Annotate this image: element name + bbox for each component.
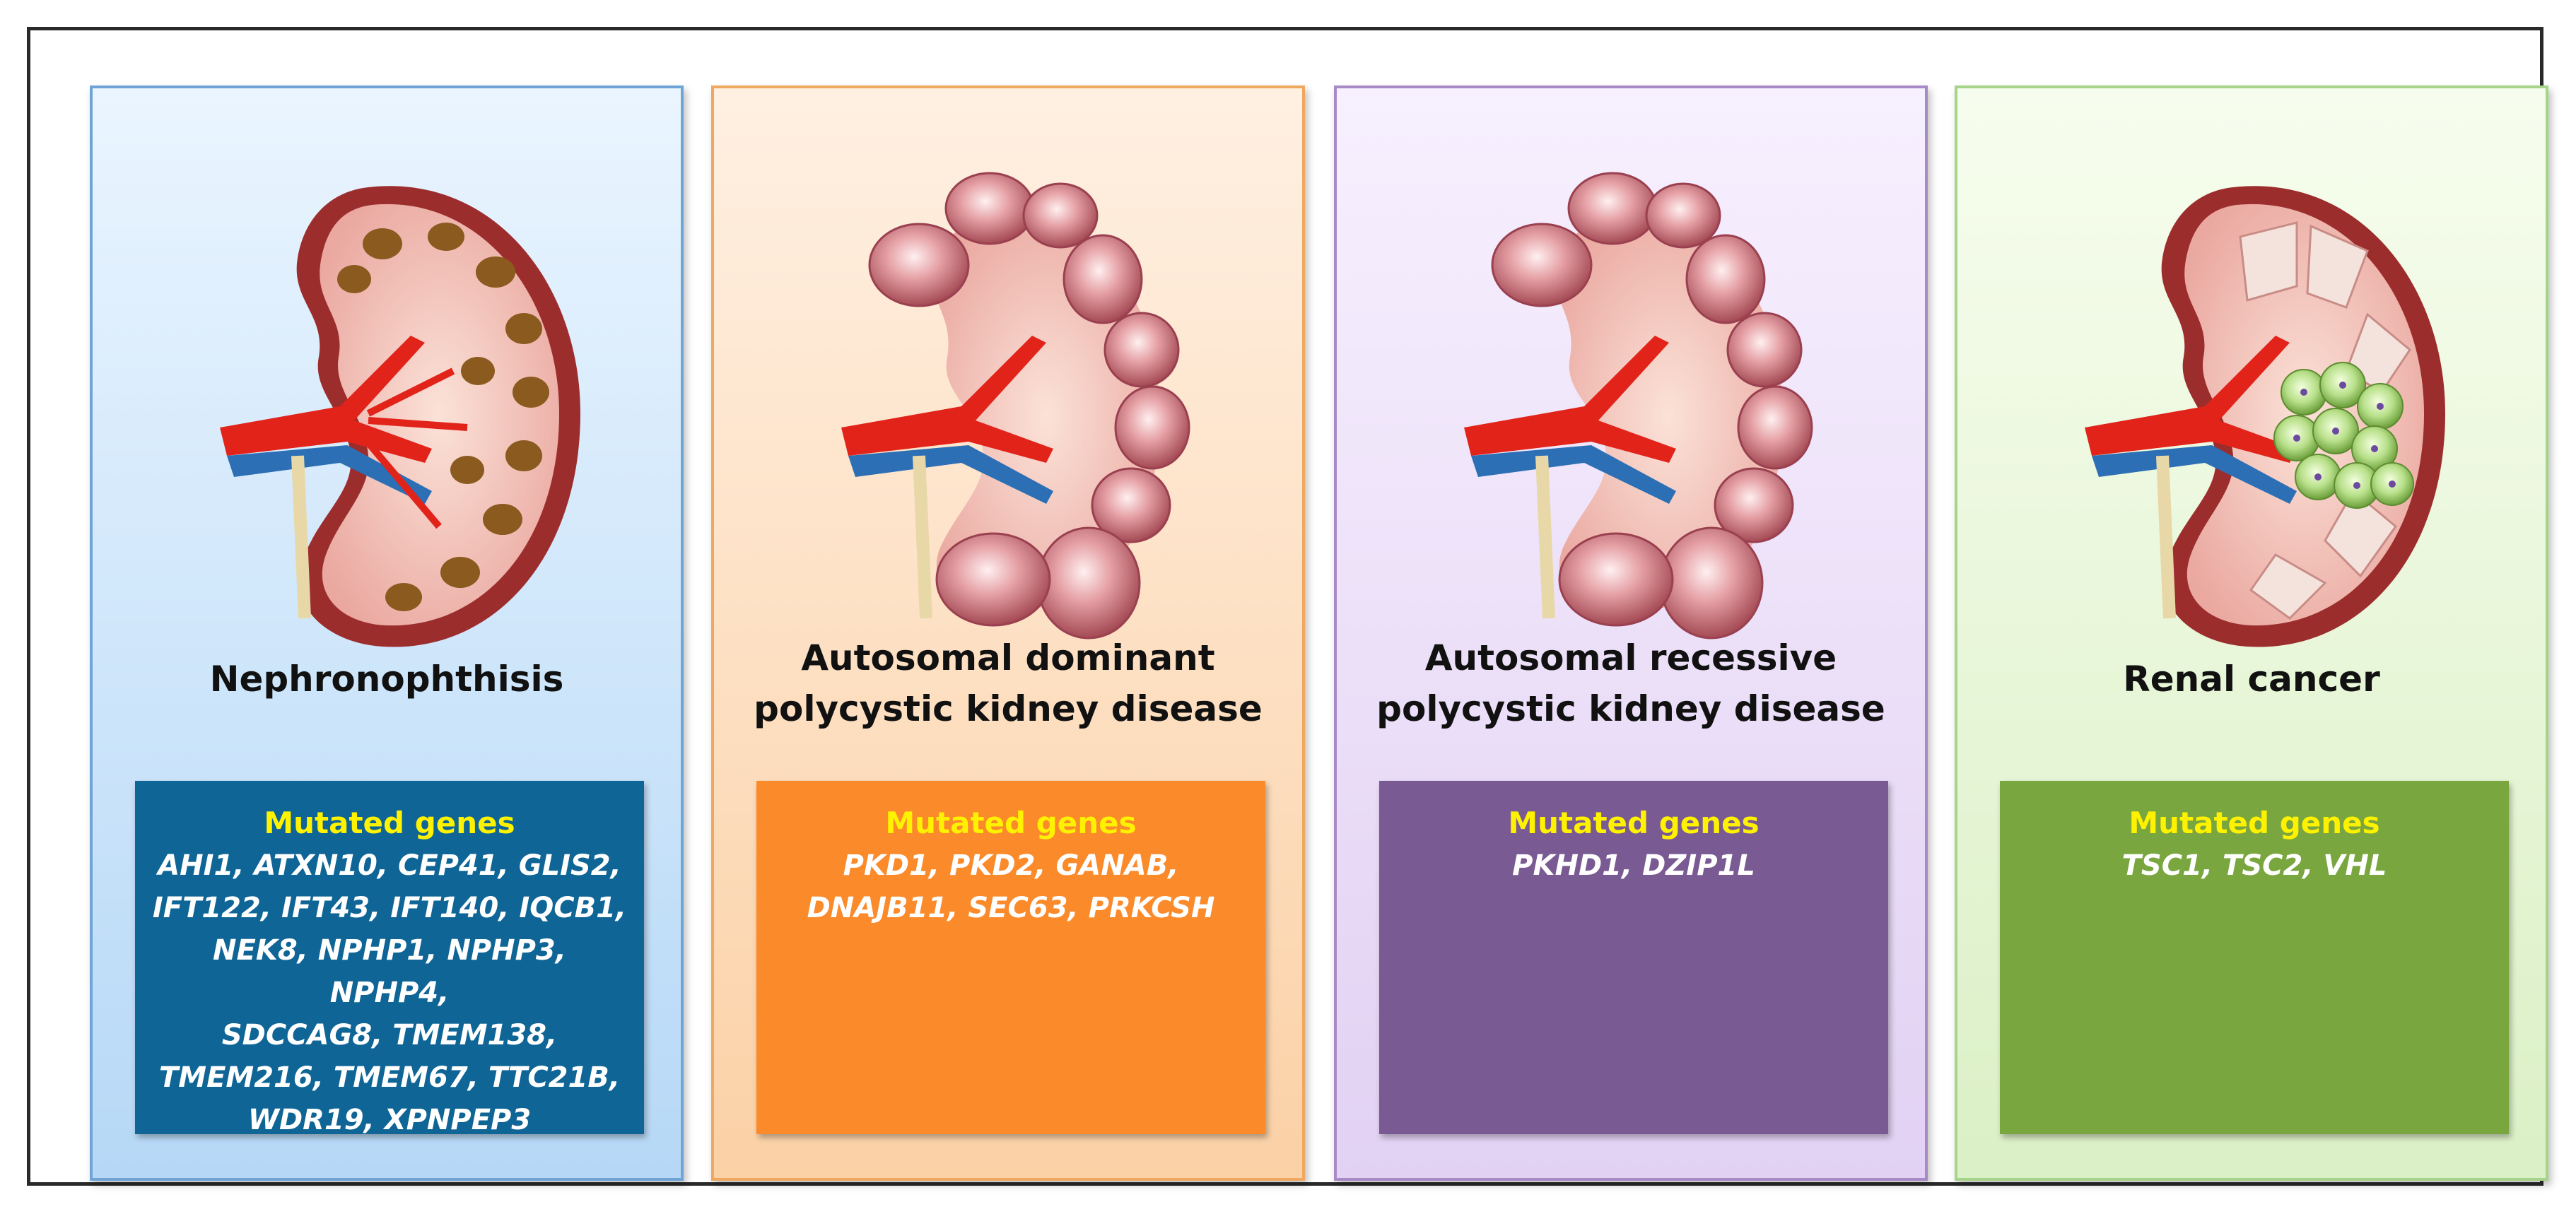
gene-line: NEK8, NPHP1, NPHP3, NPHP4,: [213, 934, 566, 1009]
panel-arpkd: Autosomal recessive polycystic kidney di…: [1334, 86, 1928, 1181]
gene-line: WDR19, XPNPEP3: [247, 1104, 532, 1136]
gene-line: TSC1, TSC2, VHL: [2121, 849, 2387, 882]
mutated-genes-box: Mutated genes PKD1, PKD2, GANAB, DNAJB11…: [756, 781, 1265, 1134]
panel-adpkd: Autosomal dominant polycystic kidney dis…: [711, 86, 1305, 1181]
mutated-genes-box: Mutated genes AHI1, ATXN10, CEP41, GLIS2…: [135, 781, 644, 1136]
genes-heading: Mutated genes: [1508, 806, 1760, 840]
title-line: Nephronophthisis: [209, 659, 564, 700]
gene-line: PKHD1, DZIP1L: [1512, 849, 1755, 882]
gene-line: SDCCAG8, TMEM138,: [221, 1019, 558, 1051]
panel-renal-cancer: Renal cancer Mutated genes TSC1, TSC2, V…: [1955, 86, 2548, 1181]
kidney-adpkd-illustration: [841, 172, 1190, 640]
title-line: Autosomal recessive: [1424, 637, 1837, 678]
panel-title: Autosomal dominant polycystic kidney dis…: [714, 632, 1302, 734]
kidney-arpkd-illustration: [1464, 172, 1813, 640]
kidney-renal-cancer-illustration: [2085, 186, 2445, 647]
gene-line: AHI1, ATXN10, CEP41, GLIS2,: [158, 849, 621, 882]
gene-line: TMEM216, TMEM67, TTC21B,: [158, 1061, 621, 1094]
gene-line: DNAJB11, SEC63, PRKCSH: [807, 892, 1215, 924]
genes-heading: Mutated genes: [264, 806, 515, 840]
mutated-genes-box: Mutated genes PKHD1, DZIP1L: [1379, 781, 1888, 1134]
panel-title: Renal cancer: [1957, 654, 2546, 705]
gene-line: IFT122, IFT43, IFT140, IQCB1,: [152, 892, 627, 924]
title-line: Autosomal dominant: [801, 637, 1215, 678]
figure-frame: Nephronophthisis Mutated genes AHI1, ATX…: [27, 27, 2548, 1186]
mutated-genes-box: Mutated genes TSC1, TSC2, VHL: [2000, 781, 2509, 1134]
title-line: polycystic kidney disease: [754, 688, 1263, 729]
panel-title: Autosomal recessive polycystic kidney di…: [1337, 632, 1925, 734]
kidney-nephronophthisis-illustration: [220, 186, 580, 647]
genes-heading: Mutated genes: [2129, 806, 2380, 840]
panel-title: Nephronophthisis: [93, 654, 681, 705]
gene-line: PKD1, PKD2, GANAB,: [843, 849, 1179, 882]
genes-heading: Mutated genes: [885, 806, 1137, 840]
title-line: polycystic kidney disease: [1376, 688, 1885, 729]
panel-nephronophthisis: Nephronophthisis Mutated genes AHI1, ATX…: [90, 86, 684, 1181]
title-line: Renal cancer: [2123, 659, 2380, 700]
